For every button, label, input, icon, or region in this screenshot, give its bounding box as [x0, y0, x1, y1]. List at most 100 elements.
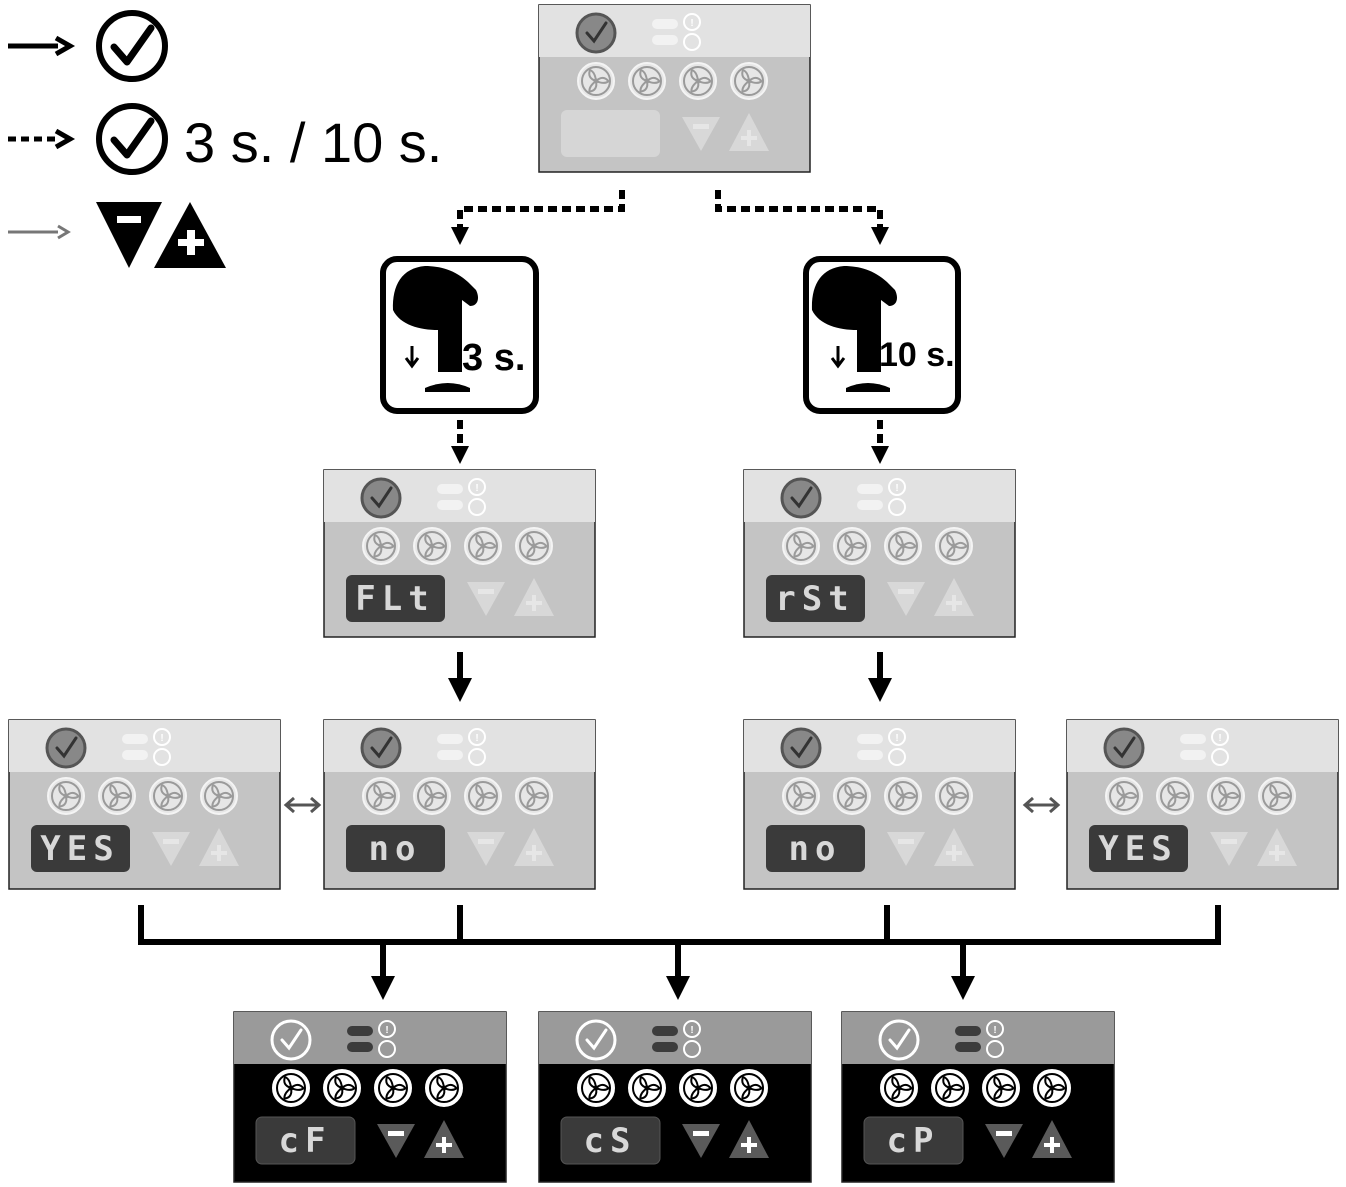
filter-icon [378, 1040, 396, 1058]
status-indicators: ! [122, 728, 171, 766]
ok-check-button[interactable] [780, 477, 822, 519]
minus-button-icon [96, 202, 162, 268]
fan-speed-icon [323, 1069, 361, 1107]
finger-press-icon [811, 266, 897, 392]
status-indicators: ! [437, 478, 486, 516]
control-panel-no_left: ! no [323, 719, 596, 890]
plus-button[interactable] [729, 113, 769, 151]
minus-button[interactable] [887, 582, 925, 616]
minus-button[interactable] [682, 117, 720, 151]
lcd-display [561, 110, 660, 157]
fan-speed-icon [464, 527, 502, 565]
minus-button[interactable] [682, 1124, 720, 1158]
plus-button[interactable] [1032, 1120, 1072, 1158]
fan-speed-icon [1105, 777, 1143, 815]
hold-card-10s: 10 s. [803, 256, 961, 414]
control-panel-cp: !cP [841, 1011, 1115, 1183]
plus-button[interactable] [514, 828, 554, 866]
lcd-text: YES [40, 829, 119, 869]
minus-button[interactable] [377, 1124, 415, 1158]
ok-check-button[interactable] [1103, 727, 1145, 769]
status-indicators: ! [652, 1020, 701, 1058]
plus-button[interactable] [199, 828, 239, 866]
fan-speed-icon [149, 777, 187, 815]
lcd-display: YES [31, 825, 130, 872]
plus-button[interactable] [424, 1120, 464, 1158]
svg-text:!: ! [690, 18, 693, 29]
filter-icon [468, 498, 486, 516]
fan-speed-icon [577, 1069, 615, 1107]
ok-check-button[interactable] [45, 727, 87, 769]
finger-press-icon [392, 266, 478, 392]
fan-speed-icon [679, 62, 717, 100]
fan-speed-icon [782, 777, 820, 815]
minus-button[interactable] [152, 832, 190, 866]
fan-speed-icon [1258, 777, 1296, 815]
ok-check-button[interactable] [270, 1019, 312, 1061]
fan-speed-icon [464, 777, 502, 815]
legend: 3 s. / 10 s. [8, 10, 442, 268]
lcd-display: cF [255, 1116, 356, 1165]
lcd-display: no [346, 825, 445, 872]
ok-check-button[interactable] [575, 12, 617, 54]
minus-button[interactable] [887, 832, 925, 866]
toggle-arrow-left [283, 796, 322, 814]
plus-button[interactable] [1257, 828, 1297, 866]
ok-check-button[interactable] [360, 477, 402, 519]
filter-icon [468, 748, 486, 766]
ok-check-button[interactable] [575, 1019, 617, 1061]
svg-text:!: ! [385, 1025, 388, 1036]
control-panel-yes_right: ! YES [1066, 719, 1339, 890]
fan-speed-icon [374, 1069, 412, 1107]
ok-check-button[interactable] [878, 1019, 920, 1061]
status-indicators: ! [857, 728, 906, 766]
lcd-display: FLt [346, 575, 445, 622]
fan-speed-icon [362, 777, 400, 815]
toggle-arrow-right [1022, 796, 1061, 814]
fan-speed-icon [782, 527, 820, 565]
control-panel-cf: ! cF [233, 1011, 507, 1183]
fan-speed-icon [628, 62, 666, 100]
svg-text:!: ! [690, 1025, 693, 1036]
minus-button[interactable] [1210, 832, 1248, 866]
minus-button[interactable] [985, 1124, 1023, 1158]
legend-row-dashed: 3 s. / 10 s. [8, 103, 442, 175]
lcd-display: YES [1089, 825, 1188, 872]
fan-speed-icon [730, 1069, 768, 1107]
plus-button[interactable] [514, 578, 554, 616]
fan-speed-icon [884, 527, 922, 565]
alarm-icon: ! [468, 728, 486, 746]
ok-check-button[interactable] [780, 727, 822, 769]
svg-text:!: ! [475, 733, 478, 744]
lcd-display: cS [560, 1116, 661, 1165]
legend-duration-label: 3 s. / 10 s. [184, 111, 442, 174]
status-indicators: ! [1180, 728, 1229, 766]
legend-row-solid [8, 10, 168, 82]
fan-speed-icon [730, 62, 768, 100]
plus-button[interactable] [729, 1120, 769, 1158]
status-indicators: ! [437, 728, 486, 766]
lcd-text: no [369, 829, 422, 869]
filter-icon [986, 1040, 1004, 1058]
filter-icon [888, 498, 906, 516]
fan-speed-icon [577, 62, 615, 100]
lcd-display: cP [863, 1116, 964, 1165]
fan-speed-icon [833, 527, 871, 565]
fan-speed-icon [935, 527, 973, 565]
status-indicators: ! [857, 478, 906, 516]
fan-speed-icon [628, 1069, 666, 1107]
plus-button[interactable] [934, 578, 974, 616]
fan-speed-icon [413, 777, 451, 815]
check-button-icon [96, 103, 168, 175]
plus-button[interactable] [934, 828, 974, 866]
fan-speed-icon [413, 527, 451, 565]
ok-check-button[interactable] [360, 727, 402, 769]
control-panel-no_right: !no [743, 719, 1016, 890]
lcd-display: rSt [766, 575, 865, 622]
filter-icon [683, 1040, 701, 1058]
minus-button[interactable] [467, 832, 505, 866]
control-panel-yes_left: ! YES [8, 719, 281, 890]
fan-speed-icon [935, 777, 973, 815]
minus-button[interactable] [467, 582, 505, 616]
